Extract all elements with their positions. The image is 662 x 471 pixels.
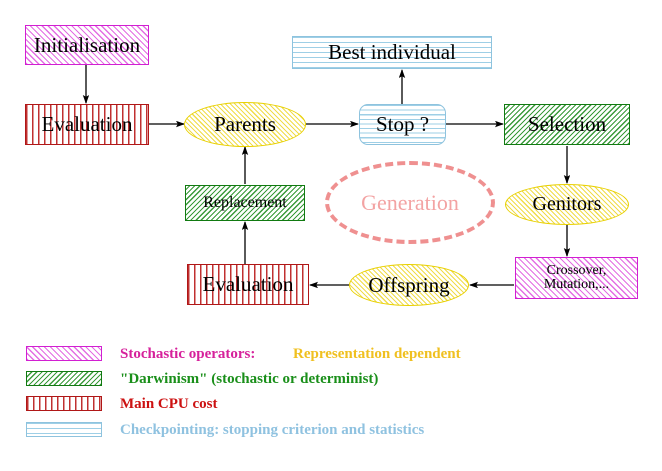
node-evaluation-bottom-label: Evaluation (202, 272, 294, 297)
node-best-individual-label: Best individual (328, 40, 456, 65)
node-genitors[interactable]: Genitors (505, 184, 629, 225)
node-crossover-label-line2: Mutation,... (543, 277, 610, 292)
node-stop[interactable]: Stop ? (359, 104, 446, 145)
node-genitors-label: Genitors (532, 193, 602, 215)
node-stop-label: Stop ? (375, 112, 430, 137)
legend-swatch-red-vertical-hatch (26, 396, 102, 411)
node-selection-label: Selection (527, 112, 607, 137)
node-initialisation-label: Initialisation (33, 32, 141, 57)
legend-label-darwinism: "Darwinism" (stochastic or determinist) (120, 370, 379, 387)
legend-label-stochastic-operators: Stochastic operators: (120, 345, 256, 362)
node-replacement[interactable]: Replacement (185, 185, 305, 221)
legend-label-checkpointing: Checkpointing: stopping criterion and st… (120, 421, 425, 438)
node-crossover-mutation[interactable]: Crossover, Mutation,... (515, 257, 638, 299)
legend-label-main-cpu-cost: Main CPU cost (120, 395, 218, 412)
legend-swatch-magenta-diagonal-hatch (26, 346, 102, 361)
node-selection[interactable]: Selection (504, 104, 630, 145)
node-evaluation-top-label: Evaluation (41, 112, 133, 137)
node-replacement-label: Replacement (203, 193, 287, 211)
annotation-generation: Generation (325, 161, 495, 244)
node-evaluation-top[interactable]: Evaluation (25, 104, 149, 145)
node-parents[interactable]: Parents (184, 102, 306, 147)
legend-label-representation-dependent: Representation dependent (293, 345, 461, 362)
node-initialisation[interactable]: Initialisation (25, 25, 149, 65)
legend-swatch-blue-horizontal-hatch (26, 422, 102, 437)
node-evaluation-bottom[interactable]: Evaluation (187, 264, 309, 305)
node-offspring[interactable]: Offspring (349, 264, 469, 306)
legend-swatch-green-diagonal-hatch (26, 371, 102, 386)
node-offspring-label: Offspring (368, 272, 450, 297)
node-parents-label: Parents (214, 112, 276, 137)
node-crossover-label-line1: Crossover, (546, 263, 607, 278)
annotation-generation-label: Generation (361, 189, 459, 215)
node-best-individual[interactable]: Best individual (292, 36, 492, 69)
